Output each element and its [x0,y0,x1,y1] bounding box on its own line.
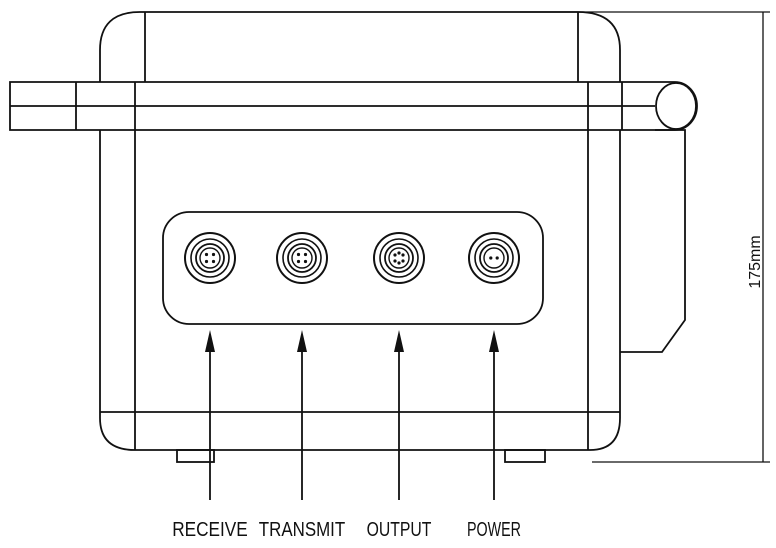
connector-output: OUTPUT [367,232,432,541]
socket-pin [401,259,405,263]
socket-pin [296,259,301,264]
socket-pin-face [483,247,505,269]
socket-inner-ring [384,243,414,273]
socket-pin [204,259,209,264]
socket-pin-face [199,247,221,269]
socket-outer-ring [468,232,520,284]
socket-pin [393,253,397,257]
arrow-head-power [489,330,499,352]
socket-pin [211,259,216,264]
socket-middle-ring [190,238,230,278]
socket-pin [303,252,308,257]
label-transmit: TRANSMIT [259,519,345,541]
socket-pin [303,259,308,264]
socket-outer-ring [276,232,328,284]
socket-pin [495,256,499,260]
arrow-head-receive [205,330,215,352]
body-outline [99,130,621,451]
socket-pin [393,259,397,263]
height-dimension-label: 175mm [747,235,764,288]
socket-pin [296,252,301,257]
socket-inner-ring [195,243,225,273]
socket-pin [489,256,493,260]
lid-outline [99,11,621,82]
label-power: POWER [467,519,521,541]
connectors: RECEIVE TRANSMIT OUTPUT POWER [172,232,521,541]
socket-outer-ring [184,232,236,284]
socket-pin [397,251,401,255]
foot-left [176,449,215,463]
socket-pin [204,252,209,257]
socket-middle-ring [282,238,322,278]
socket-pin [401,253,405,257]
socket-pin-face [388,247,410,269]
connector-transmit: TRANSMIT [259,232,345,541]
handle-hinge [655,82,697,130]
connector-power: POWER [467,232,521,541]
connector-panel [162,211,544,325]
socket-outer-ring [373,232,425,284]
socket-inner-ring [479,243,509,273]
label-output: OUTPUT [367,519,432,541]
foot-right [504,449,546,463]
socket-pin-face [291,247,313,269]
side-bracket [620,129,686,353]
arrow-head-output [394,330,404,352]
case-outline [9,11,698,463]
socket-middle-ring [379,238,419,278]
socket-inner-ring [287,243,317,273]
label-receive: RECEIVE [172,519,248,541]
connector-receive: RECEIVE [172,232,248,541]
height-dimension [520,11,770,463]
socket-pin [211,252,216,257]
socket-pin [397,261,401,265]
arrow-head-transmit [297,330,307,352]
socket-middle-ring [474,238,514,278]
